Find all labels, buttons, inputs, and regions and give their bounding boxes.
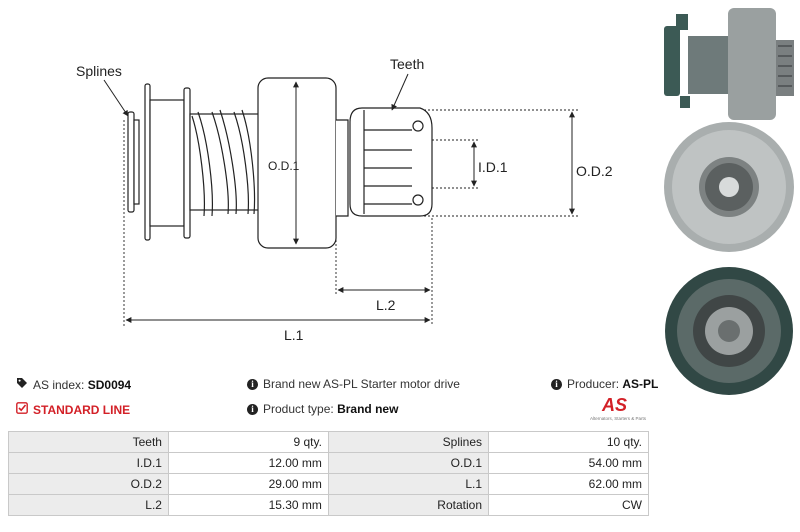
label-l2: L.2: [376, 297, 396, 313]
drive-outline: [127, 77, 433, 249]
standard-line-text: STANDARD LINE: [33, 402, 131, 417]
table-row: L.2 15.30 mm Rotation CW: [8, 494, 649, 516]
label-splines: Splines: [76, 63, 122, 79]
spec-label: Rotation: [327, 494, 490, 516]
brand-row: i Brand new AS-PL Starter motor drive: [247, 377, 460, 391]
product-type-label: Product type:: [263, 402, 334, 416]
spec-value: 54.00 mm: [488, 452, 649, 474]
as-index-value: SD0094: [87, 377, 132, 392]
producer-row: i Producer: AS-PL: [551, 377, 658, 391]
table-row: Teeth 9 qty. Splines 10 qty.: [8, 431, 649, 453]
spec-table: Teeth 9 qty. Splines 10 qty. I.D.1 12.00…: [8, 431, 649, 516]
tag-icon: [16, 377, 28, 392]
checkbox-icon: [16, 402, 28, 417]
as-index-label: AS index:: [33, 377, 85, 392]
table-row: O.D.2 29.00 mm L.1 62.00 mm: [8, 473, 649, 495]
label-od2: O.D.2: [576, 163, 613, 179]
spec-label: Teeth: [8, 431, 169, 453]
label-od1: O.D.1: [268, 159, 300, 173]
label-teeth: Teeth: [390, 56, 424, 72]
spec-value: 29.00 mm: [167, 473, 329, 495]
logo-tagline: Alternators, Starters & Parts: [590, 416, 647, 421]
product-type-row: i Product type: Brand new: [247, 402, 398, 416]
photo-back-view: [665, 267, 793, 395]
table-row: I.D.1 12.00 mm O.D.1 54.00 mm: [8, 452, 649, 474]
spec-value: CW: [488, 494, 649, 516]
brand-text: Brand new AS-PL Starter motor drive: [263, 377, 460, 391]
spec-label: O.D.2: [8, 473, 169, 495]
info-icon: i: [247, 403, 258, 415]
label-id1: I.D.1: [478, 159, 508, 175]
as-pl-logo: AS Alternators, Starters & Parts: [590, 395, 652, 425]
spec-value: 62.00 mm: [488, 473, 649, 495]
as-index-row: AS index: SD0094: [16, 377, 131, 392]
spec-label: L.2: [8, 494, 169, 516]
spec-value: 12.00 mm: [167, 452, 329, 474]
producer-label: Producer:: [567, 377, 620, 391]
spec-label: L.1: [327, 473, 490, 495]
spec-value: 15.30 mm: [167, 494, 329, 516]
info-icon: i: [551, 378, 562, 390]
producer-value: AS-PL: [622, 377, 659, 391]
logo-mark: AS: [602, 395, 628, 415]
standard-line-row: STANDARD LINE: [16, 402, 130, 417]
info-icon: i: [247, 378, 258, 390]
label-l1: L.1: [284, 327, 304, 343]
spec-value: 9 qty.: [167, 431, 329, 453]
photo-front-view: [664, 122, 794, 252]
product-type-value: Brand new: [337, 402, 399, 416]
photo-side-view: [664, 8, 794, 120]
spec-label: I.D.1: [8, 452, 169, 474]
spec-value: 10 qty.: [488, 431, 649, 453]
spec-label: O.D.1: [327, 452, 490, 474]
spec-label: Splines: [327, 431, 490, 453]
